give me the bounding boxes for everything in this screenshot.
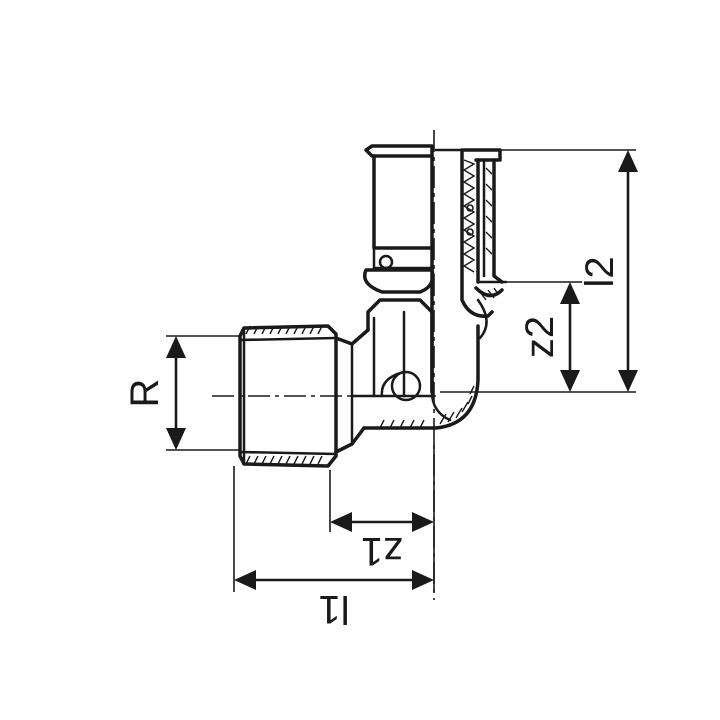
dimension-label-z1: z1 (361, 529, 403, 573)
dimension-r: R (123, 335, 240, 451)
dimension-z1: z1 (329, 440, 435, 592)
dimension-label-r: R (123, 379, 167, 408)
elbow-fitting-body (238, 144, 508, 468)
dimension-l2: l2 (500, 149, 638, 392)
threaded-male-end (238, 324, 338, 468)
sleeve-section (460, 148, 508, 340)
elbow-main-body (350, 298, 480, 430)
dimension-l1: l1 (233, 466, 434, 631)
dimension-label-l2: l2 (578, 256, 622, 287)
body-neck (334, 328, 370, 454)
dimension-z2: z2 (440, 281, 636, 393)
centerlines (212, 130, 436, 600)
press-sleeve (363, 144, 502, 394)
dimension-label-l1: l1 (318, 587, 349, 631)
dimension-label-z2: z2 (518, 316, 562, 358)
